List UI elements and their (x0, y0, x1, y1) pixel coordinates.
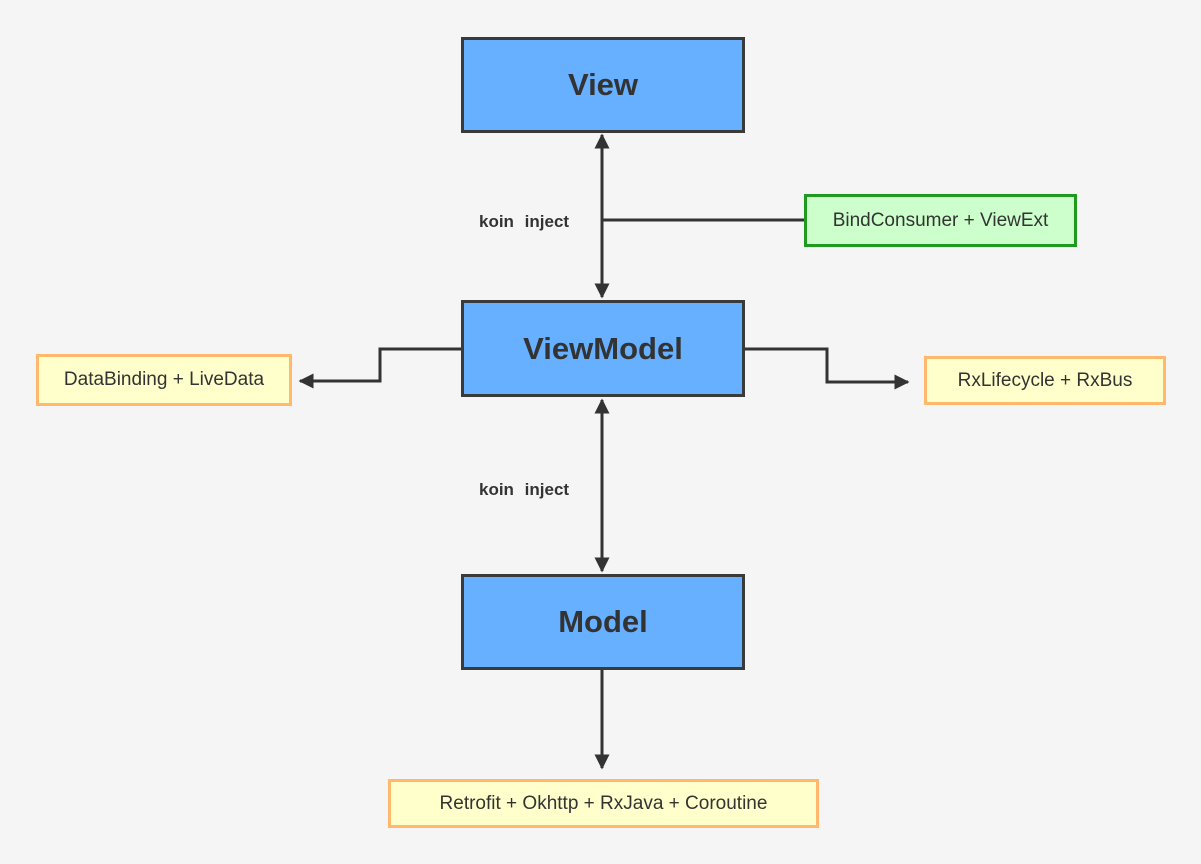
koin-inject-label-lower: koin inject (479, 480, 570, 499)
model-node: Model (461, 574, 745, 670)
retrofit-node-label: Retrofit + Okhttp + RxJava + Coroutine (439, 792, 768, 814)
koin-inject-label-upper: koin inject (479, 212, 570, 231)
viewmodel-rxlifecycle-connector (744, 347, 910, 390)
bindconsumer-node: BindConsumer + ViewExt (804, 194, 1077, 247)
databinding-node: DataBinding + LiveData (36, 354, 292, 406)
viewmodel-node: ViewModel (461, 300, 745, 397)
retrofit-node: Retrofit + Okhttp + RxJava + Coroutine (388, 779, 819, 828)
view-node-label: View (567, 67, 639, 102)
view-node: View (461, 37, 745, 133)
model-node-label: Model (558, 604, 648, 639)
databinding-node-label: DataBinding + LiveData (63, 369, 265, 390)
viewmodel-databinding-connector (298, 347, 462, 389)
rxlifecycle-node: RxLifecycle + RxBus (924, 356, 1166, 405)
bindconsumer-node-label: BindConsumer + ViewExt (832, 209, 1049, 231)
viewmodel-node-label: ViewModel (523, 330, 683, 366)
rxlifecycle-node-label: RxLifecycle + RxBus (957, 369, 1133, 391)
